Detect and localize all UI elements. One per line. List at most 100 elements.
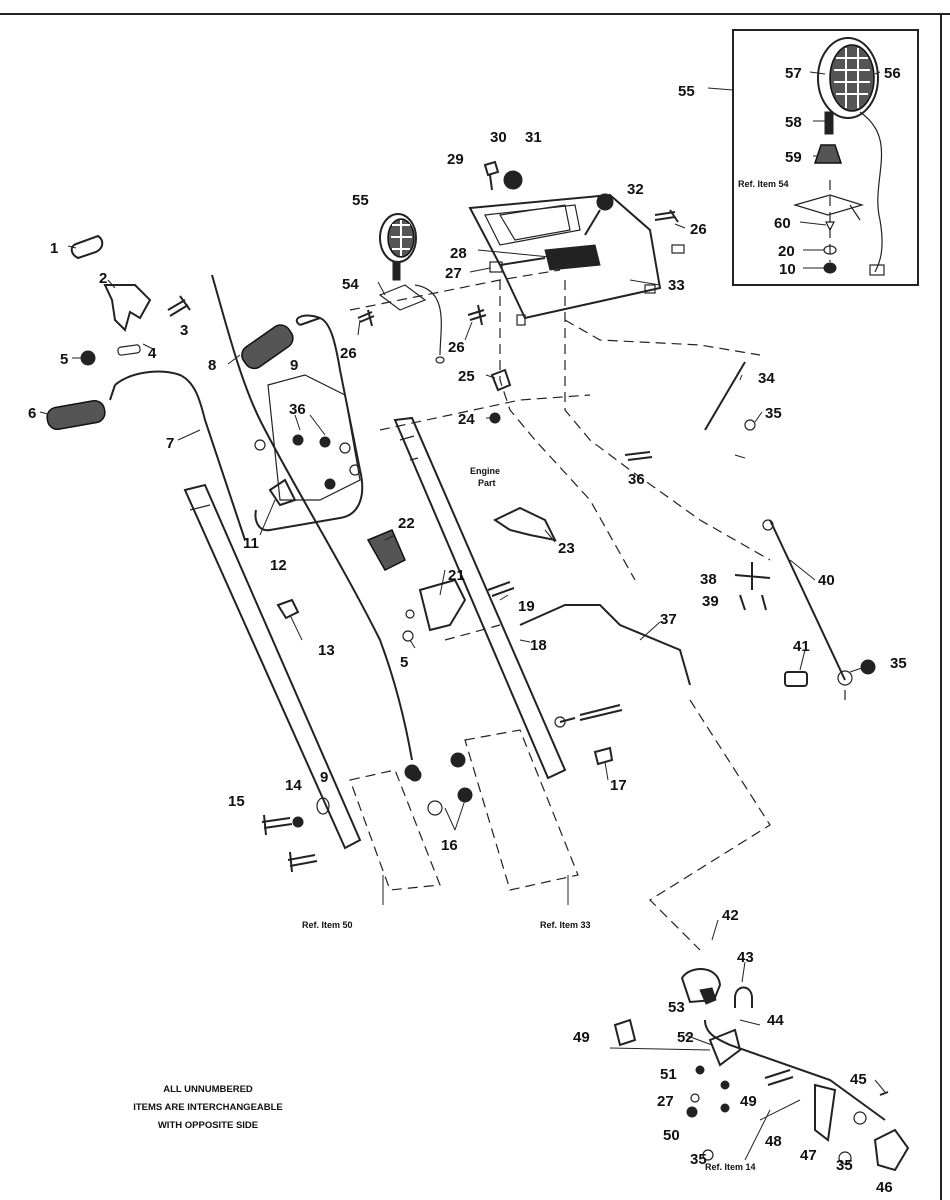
bracket-2-part [103, 284, 152, 332]
brackets-36-part [254, 374, 361, 507]
light-55-part [378, 213, 445, 364]
callout-26a: 26 [340, 345, 357, 362]
knob-30-part [503, 170, 523, 190]
bolt-41-part [784, 671, 808, 687]
callout-20: 20 [778, 243, 795, 260]
clip-13-part [276, 598, 300, 620]
screw-17-part [593, 746, 614, 766]
callout-10: 10 [779, 261, 796, 278]
callout-13: 13 [318, 642, 335, 659]
grip-9-part [241, 324, 294, 370]
callout-5b: 5 [400, 654, 408, 671]
callout-41: 41 [793, 638, 810, 655]
engine-part-23 [492, 506, 557, 542]
cable-8-part [211, 274, 413, 761]
callout-12: 12 [270, 557, 287, 574]
callout-53: 53 [668, 999, 685, 1016]
callout-5a: 5 [60, 351, 68, 368]
callout-19: 19 [518, 598, 535, 615]
engine-part-label-line2: Part [478, 478, 496, 488]
callout-4: 4 [148, 345, 157, 362]
callout-18: 18 [530, 637, 547, 654]
callout-49a: 49 [573, 1029, 590, 1046]
callout-35d: 35 [836, 1157, 853, 1174]
callout-44: 44 [767, 1012, 784, 1029]
part-1 [70, 234, 104, 260]
callout-23: 23 [558, 540, 575, 557]
washer-9-part [316, 797, 330, 815]
note-line-2: ITEMS ARE INTERCHANGEABLE [133, 1102, 283, 1113]
callout-37: 37 [660, 611, 677, 628]
lamp-mount-part [813, 144, 843, 164]
callout-9a: 9 [290, 357, 298, 374]
note-line-1: ALL UNNUMBERED [163, 1084, 253, 1095]
callout-33: 33 [668, 277, 685, 294]
page-frame [0, 13, 950, 1200]
callout-31: 31 [525, 129, 542, 146]
grip-6-part [46, 399, 106, 431]
callout-60: 60 [774, 215, 791, 232]
plate-ref33-part [464, 729, 579, 891]
light-inset-box [732, 29, 919, 286]
callout-45: 45 [850, 1071, 867, 1088]
note-line-3: WITH OPPOSITE SIDE [158, 1120, 258, 1131]
knob-32-part [596, 193, 614, 211]
callout-11: 11 [243, 535, 259, 552]
engine-part-label-line1: Engine [470, 466, 500, 476]
plate-ref50-part [349, 769, 441, 891]
callout-29: 29 [447, 151, 464, 168]
callout-38: 38 [700, 571, 717, 588]
callout-7: 7 [166, 435, 174, 452]
ref-item-33-label: Ref. Item 33 [540, 920, 591, 930]
callout-1: 1 [50, 240, 58, 257]
callout-34: 34 [758, 370, 775, 387]
callout-8: 8 [208, 357, 216, 374]
callout-39: 39 [702, 593, 719, 610]
callout-15: 15 [228, 793, 245, 810]
callout-49b: 49 [740, 1093, 757, 1110]
bolt-15-part [261, 814, 293, 836]
callout-36a: 36 [289, 401, 306, 418]
callout-25: 25 [458, 368, 475, 385]
callout-28: 28 [450, 245, 467, 262]
left-handle-part [109, 370, 246, 541]
callout-35b: 35 [890, 655, 907, 672]
callout-54: 54 [342, 276, 359, 293]
callout-36b: 36 [628, 471, 645, 488]
callout-55a: 55 [352, 192, 369, 209]
screw-26b-part [467, 304, 487, 326]
callout-43: 43 [737, 949, 754, 966]
callout-46: 46 [876, 1179, 893, 1196]
washer-14-part [292, 816, 304, 828]
callout-58: 58 [785, 114, 802, 131]
ref-item-54-label: Ref. Item 54 [738, 179, 789, 189]
callout-35a: 35 [765, 405, 782, 422]
callout-50: 50 [663, 1127, 680, 1144]
callout-16: 16 [441, 837, 458, 854]
callout-26b: 26 [448, 339, 465, 356]
callout-6: 6 [28, 405, 36, 422]
callout-56: 56 [884, 65, 901, 82]
screw-26a-part [357, 309, 375, 327]
callout-42: 42 [722, 907, 739, 924]
callout-32: 32 [627, 181, 644, 198]
callout-51: 51 [660, 1066, 677, 1083]
callout-52: 52 [677, 1029, 694, 1046]
callout-26c: 26 [690, 221, 707, 238]
lower-right-handle-part [393, 416, 567, 780]
callout-3: 3 [180, 322, 188, 339]
callout-24: 24 [458, 411, 475, 428]
panel-plate-part [499, 204, 571, 241]
callout-27b: 27 [657, 1093, 674, 1110]
rod-40-part [769, 519, 846, 681]
callout-47: 47 [800, 1147, 817, 1164]
lamp-stud-part [824, 111, 834, 135]
callout-22: 22 [398, 515, 415, 532]
screw-29-part [483, 160, 500, 191]
control-panel-part [468, 193, 662, 326]
callout-59: 59 [785, 149, 802, 166]
callout-40: 40 [818, 572, 835, 589]
bracket-21-part [418, 578, 467, 632]
